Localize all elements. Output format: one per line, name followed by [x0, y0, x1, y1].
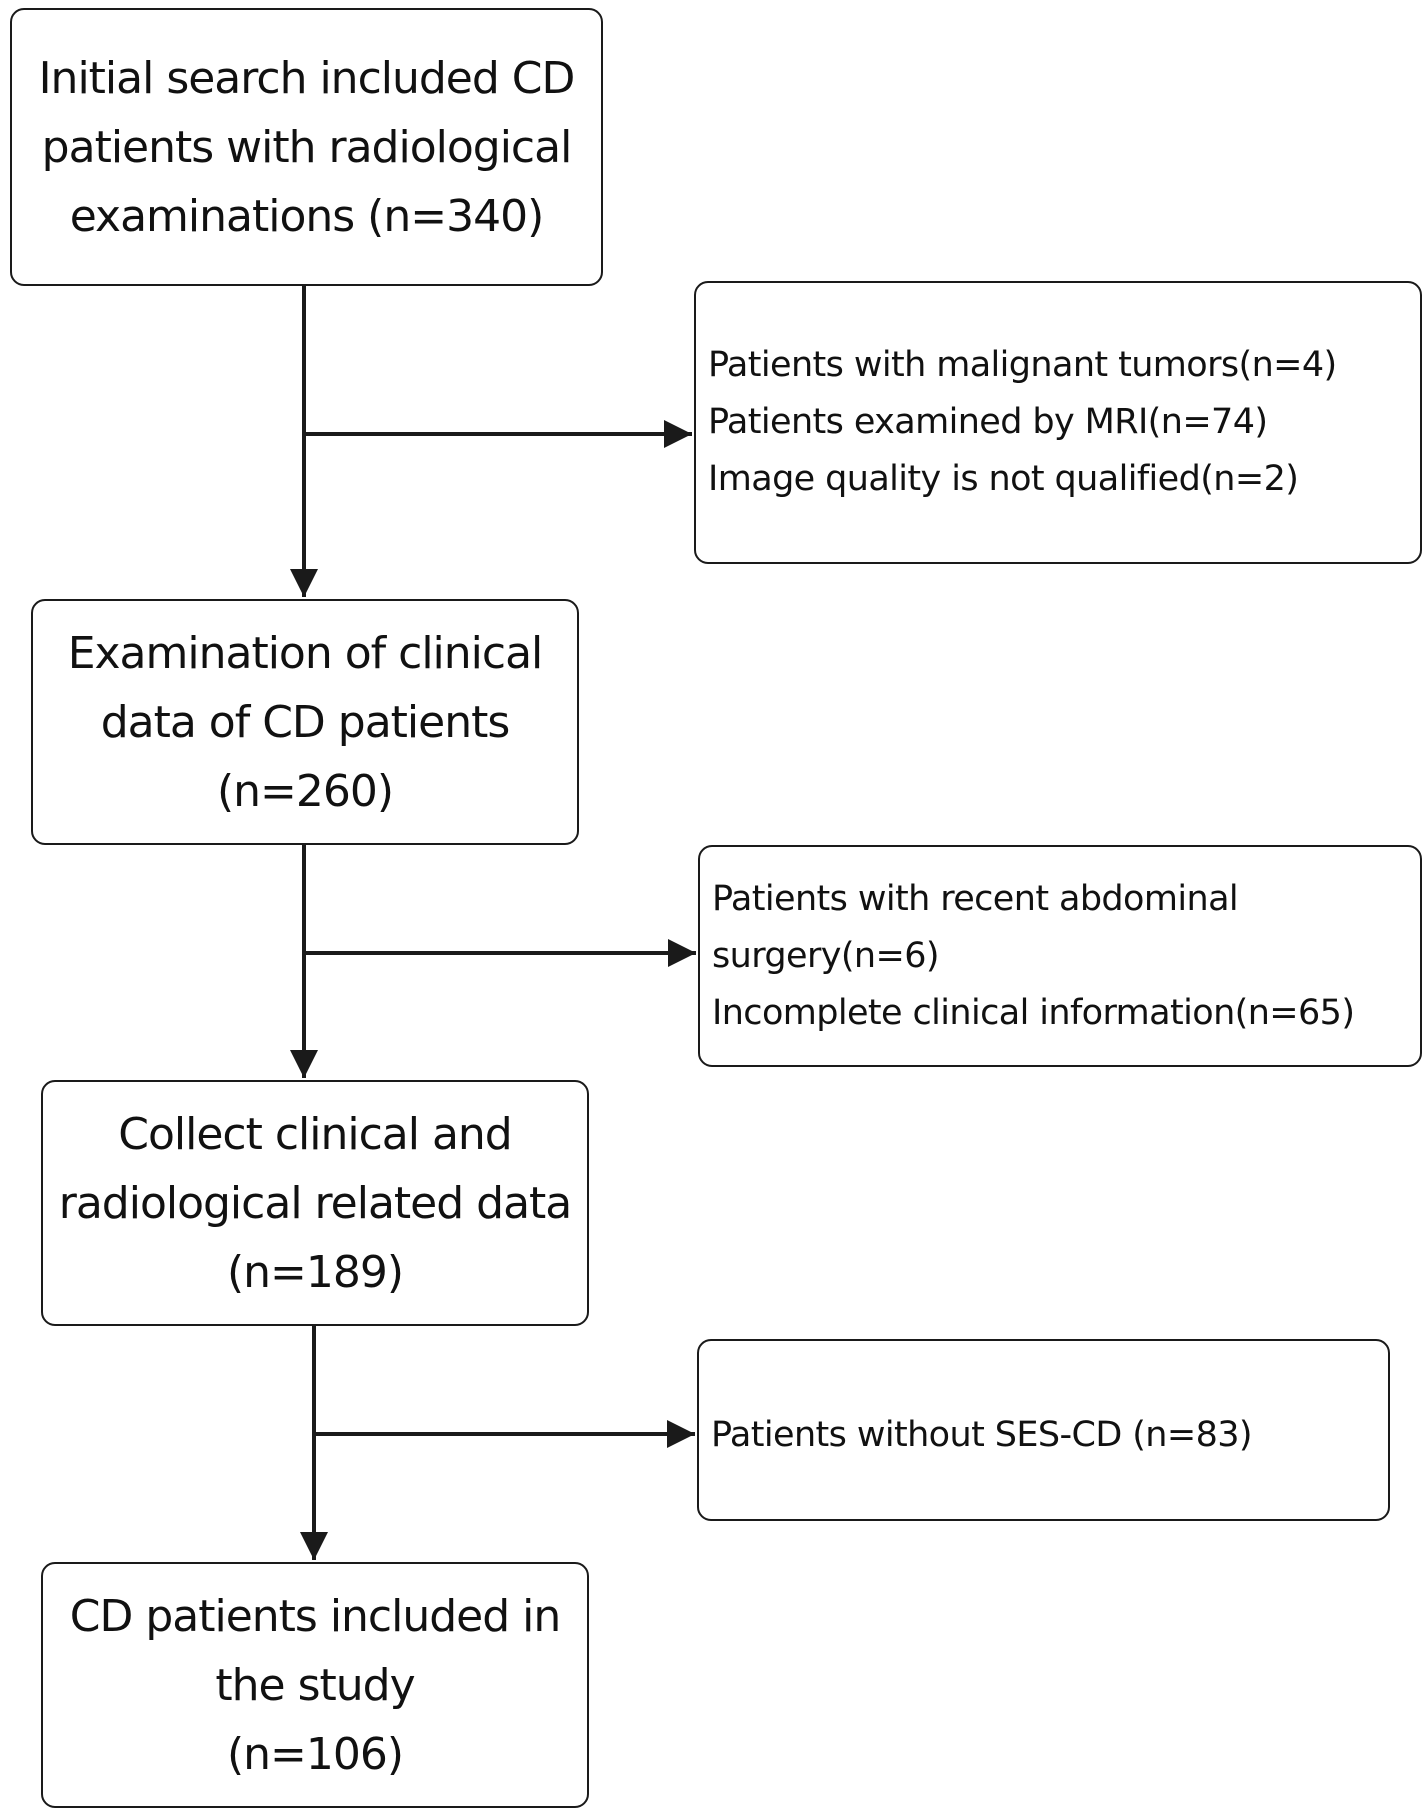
flow-arrowhead-3	[300, 1532, 328, 1560]
box-text-line: (n=106)	[226, 1728, 404, 1780]
box-text-line: Initial search included CD	[38, 52, 576, 104]
clinical-examination-box: Examination of clinical data of CD patie…	[31, 599, 579, 845]
initial-search-box: Initial search included CD patients with…	[10, 8, 603, 286]
flow-arrowhead-1	[290, 569, 318, 597]
exclusion-box-1: Patients with malignant tumors(n=4) Pati…	[694, 281, 1422, 564]
exclusion-text-line: Image quality is not qualified(n=2)	[708, 459, 1299, 499]
exclusion-arrowhead-3	[667, 1420, 695, 1448]
exclusion-text-line: Patients examined by MRI(n=74)	[708, 402, 1268, 442]
exclusion-arrowhead-1	[664, 420, 692, 448]
box-text-line: (n=189)	[226, 1246, 404, 1298]
box-text-line: radiological related data	[58, 1177, 573, 1229]
exclusion-text-line: Patients with malignant tumors(n=4)	[708, 345, 1337, 385]
flow-arrowhead-2	[290, 1050, 318, 1078]
box-text-line: patients with radiological	[41, 121, 573, 173]
box-text-line: Collect clinical and	[118, 1108, 512, 1160]
exclusion-text-line: surgery(n=6)	[712, 935, 940, 976]
exclusion-text-line: Patients with recent abdominal	[712, 878, 1239, 919]
box-text-line: (n=260)	[216, 765, 394, 817]
exclusion-box-3: Patients without SES-CD (n=83)	[697, 1339, 1390, 1521]
data-collection-box: Collect clinical and radiological relate…	[41, 1080, 589, 1326]
box-text-line: examinations (n=340)	[69, 190, 544, 242]
box-text-line: the study	[215, 1659, 415, 1711]
box-text-line: CD patients included in	[69, 1590, 562, 1642]
exclusion-text-line: Patients without SES-CD (n=83)	[711, 1415, 1253, 1455]
final-cohort-box: CD patients included in the study (n=106…	[41, 1562, 589, 1808]
box-text-line: data of CD patients	[100, 696, 511, 748]
exclusion-arrowhead-2	[668, 939, 696, 967]
exclusion-box-2: Patients with recent abdominal surgery(n…	[698, 845, 1422, 1067]
exclusion-text-line: Incomplete clinical information(n=65)	[712, 992, 1355, 1033]
box-text-line: Examination of clinical	[67, 627, 544, 679]
